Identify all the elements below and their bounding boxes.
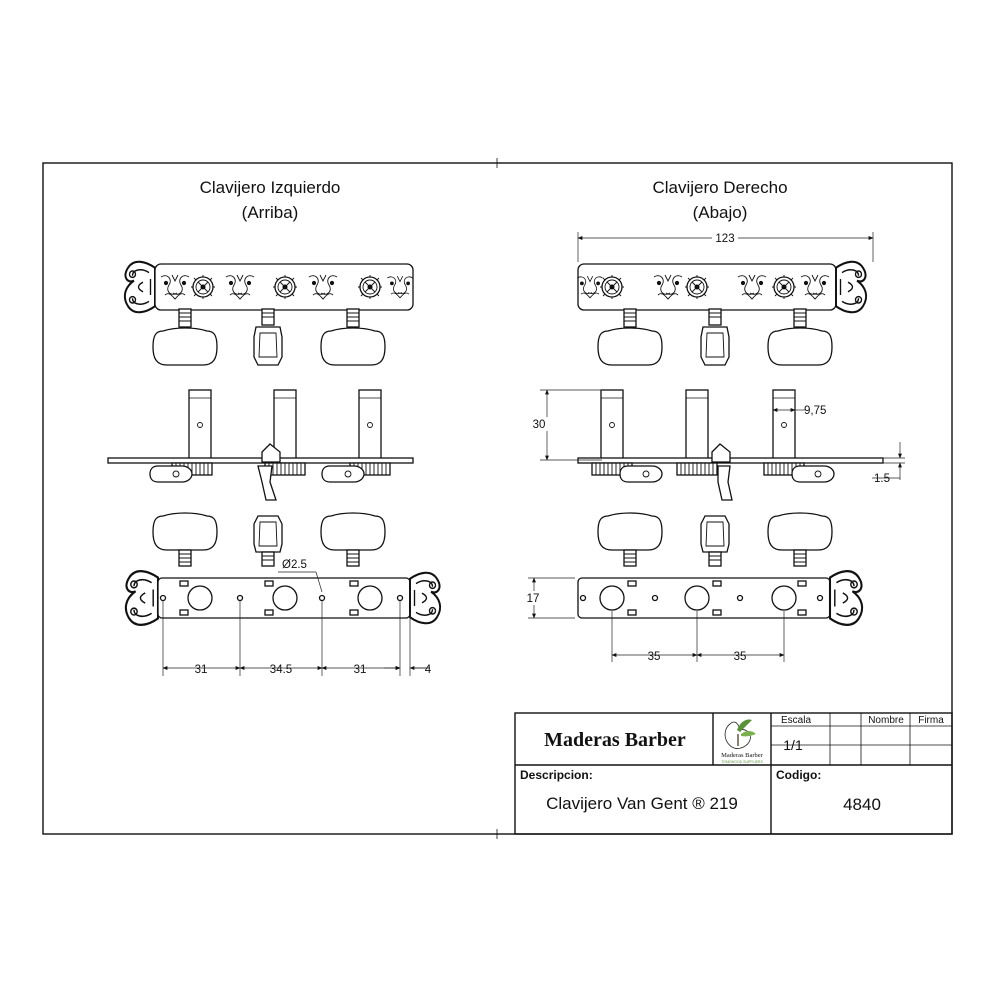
description-value: Clavijero Van Gent ® 219 <box>546 794 738 813</box>
right-dimensions-upper: 123 30 9,75 1.5 <box>530 230 905 485</box>
left-view-subtitle: (Arriba) <box>242 203 299 222</box>
left-view-title: Clavijero Izquierdo <box>200 178 341 197</box>
dim-edge-offset: 4 <box>425 664 432 676</box>
description-label: Descripcion: <box>520 768 593 782</box>
right-view-title: Clavijero Derecho <box>652 178 787 197</box>
drawing-border <box>42 162 953 835</box>
dim-plate-height: 17 <box>527 593 540 605</box>
logo-subtext: TONEWOOD SUPPLIERS <box>721 760 763 764</box>
scale-value: 1/1 <box>783 737 803 753</box>
dim-post-spacing-1: 35 <box>648 651 661 663</box>
right-dimensions-lower: 17 35 35 <box>524 577 785 663</box>
scale-label: Escala <box>781 715 811 726</box>
company-logo: Maderas Barber TONEWOOD SUPPLIERS <box>721 719 764 764</box>
dim-post-spacing-2: 35 <box>734 651 747 663</box>
dim-plate-thickness: 1.5 <box>874 473 890 485</box>
left-dimensions: 31 34.5 31 4 Ø2.5 <box>162 559 432 676</box>
dim-spacing-a: 31 <box>195 664 208 676</box>
dim-spacing-c: 31 <box>354 664 367 676</box>
right-bottom-view <box>577 512 864 626</box>
dim-overall-length: 123 <box>715 233 734 245</box>
name-label: Nombre <box>868 715 904 726</box>
code-label: Codigo: <box>776 768 821 782</box>
logo-text: Maderas Barber <box>721 752 764 759</box>
dim-post-height: 30 <box>533 419 546 431</box>
right-side-view <box>577 389 884 501</box>
right-view-subtitle: (Abajo) <box>693 203 748 222</box>
code-value: 4840 <box>843 795 881 814</box>
company-name: Maderas Barber <box>544 729 686 751</box>
signature-label: Firma <box>918 715 944 726</box>
left-side-view <box>107 389 414 501</box>
title-block: Maderas Barber Maderas Barber TONEWOOD S… <box>514 712 953 835</box>
right-top-view <box>576 260 868 366</box>
left-bottom-view <box>124 512 442 626</box>
dim-spacing-b: 34.5 <box>270 664 292 676</box>
dim-hole-diameter: Ø2.5 <box>282 559 307 571</box>
left-top-view <box>123 260 414 366</box>
dim-post-width: 9,75 <box>804 405 826 417</box>
